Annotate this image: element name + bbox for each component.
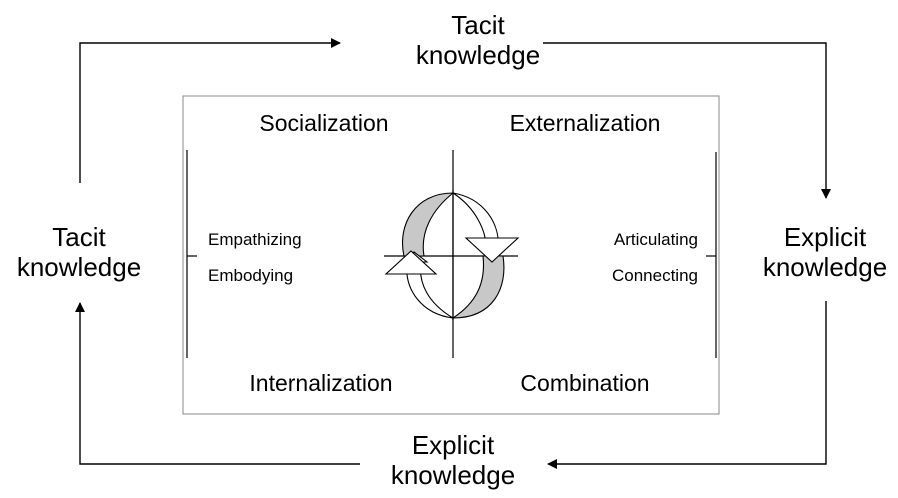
outer-label-top-line1: Tacit	[451, 10, 505, 40]
outer-label-right-line2: knowledge	[762, 252, 888, 282]
arrow-left-to-top	[79, 38, 341, 183]
outer-label-right-line1: Explicit	[783, 222, 867, 252]
activity-empathizing: Empathizing	[208, 230, 302, 249]
activities-right: Articulating Connecting	[584, 222, 698, 294]
outer-label-left-line2: knowledge	[16, 252, 142, 282]
outer-label-left: Tacit knowledge	[6, 222, 152, 282]
outer-label-bottom: Explicit knowledge	[383, 430, 523, 490]
side-brackets	[186, 150, 717, 358]
outer-label-left-line1: Tacit	[52, 222, 106, 252]
spiral-icon	[384, 190, 520, 320]
quadrant-combination: Combination	[520, 370, 650, 396]
activity-articulating: Articulating	[613, 230, 698, 249]
outer-label-top: Tacit knowledge	[408, 10, 548, 70]
arrow-top-to-right	[543, 42, 831, 199]
arrow-right-to-bottom	[547, 301, 827, 469]
activity-embodying: Embodying	[208, 266, 294, 285]
outer-label-bottom-line2: knowledge	[390, 460, 516, 490]
arrow-bottom-to-left	[75, 302, 360, 465]
outer-label-bottom-line1: Explicit	[411, 430, 495, 460]
quadrant-socialization: Socialization	[259, 110, 389, 136]
quadrant-internalization: Internalization	[249, 370, 393, 396]
activity-connecting: Connecting	[611, 266, 698, 285]
quadrant-externalization: Externalization	[509, 110, 661, 136]
activities-left: Empathizing Embodying	[208, 222, 302, 294]
inner-box	[182, 95, 720, 415]
outer-label-top-line2: knowledge	[415, 40, 541, 70]
outer-label-right: Explicit knowledge	[752, 222, 898, 282]
outer-cycle-arrows	[75, 38, 831, 469]
